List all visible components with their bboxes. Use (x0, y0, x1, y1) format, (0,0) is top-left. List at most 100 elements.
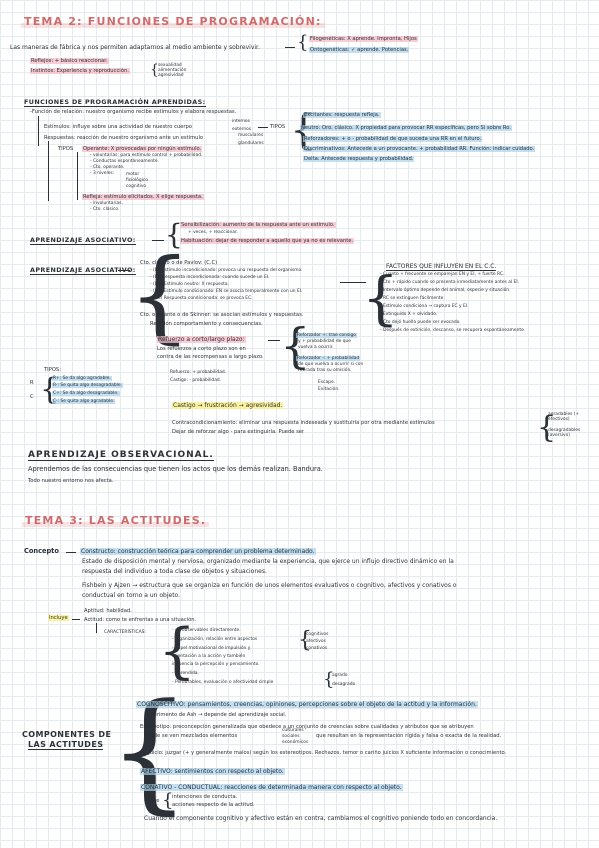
incluye-label: Incluye (48, 615, 69, 621)
reforzador-positivo-1: y + probabilidad de que (298, 339, 351, 344)
factor-4: - RC se extinguen fácilmente. (380, 296, 445, 301)
skinner-sub: Relación comportamiento y consecuencias. (150, 321, 263, 327)
refuerzo-sub-2: contra de las recompensas a largo plazo. (157, 354, 264, 360)
tipo-neutro: Neutro: Oro. clásico. X propiedad para p… (300, 125, 512, 131)
funcion-relacion: -Función de relación: nuestro organismo … (30, 109, 237, 115)
concepto-estado: Estado de disposición mental y nerviosa,… (82, 558, 454, 565)
respuesta-musculares: musculares (238, 133, 264, 138)
evitacion: Evitación. (318, 387, 340, 392)
concepto-label: Concepto (24, 547, 59, 555)
caract-6: - Aprendida. (172, 671, 199, 676)
funcion-vline (38, 116, 39, 146)
respuesta-glandulares: glandulares (238, 141, 264, 146)
aptitud: Aptitud: habilidad. (84, 608, 132, 614)
tipo-delta: Delta: Antecede respuesta y probabilidad… (303, 156, 415, 162)
pavlov-ri: - (RI) Respuesta incondicionada: cuando … (150, 275, 270, 280)
factor-3: - Intervalo óptimo depende del animal, e… (380, 288, 511, 293)
afect-agrado: agrado (332, 673, 348, 678)
caract-brace: { (158, 616, 197, 686)
afect-desagrado: desagrado (332, 682, 356, 687)
respuestas: Respuestas: reacción de nuestro organism… (44, 135, 204, 141)
incluye-arrow (72, 619, 80, 620)
castigo-frustracion: Castigo → frustración → agresividad. (172, 402, 284, 409)
estereotipo-economicos: económicos (282, 740, 309, 745)
caract-4: orientación a la acción y también (172, 654, 246, 659)
castigo-probabilidad: Castigo: - probabilidad. (170, 378, 222, 383)
afectivo: AFECTIVO: sentimientos con respecto al o… (140, 768, 285, 775)
estimulos-tipos-arrow (258, 127, 268, 128)
tema2-title: TEMA 2: FUNCIONES DE PROGRAMACIÓN: (21, 15, 325, 28)
tipos2-rpos: R+: Se da algo agradable. (52, 376, 112, 381)
cubre-brace: { (162, 790, 174, 811)
tipos2-cneg: C-: Se quita algo agradable. (52, 399, 116, 404)
nivel-fisiologico: fisiológico (126, 178, 148, 183)
fishbein: Fishbein y Ajzen → estructura que se org… (82, 582, 457, 589)
instintos: Instintos: Experiencia y reproducción. (30, 68, 130, 74)
refleja-involuntarias: - involuntarias. (90, 201, 123, 206)
pavlov: Cto. clásico o de Pavlov: (C.C) (140, 260, 218, 266)
reflejos: Reflejos: + básico reaccionar. (30, 58, 109, 64)
pavlov-ec: - (EC) Estímulo condicionado: EN se asoc… (150, 289, 303, 294)
tipos2-label: TIPOS: (44, 367, 61, 373)
concepto-constructo: Constructo: construcción teórica para co… (80, 548, 316, 555)
refuerzo-plazo: Refuerzo a corto/largo plazo: (157, 336, 246, 343)
cubre-label: Cubre (144, 798, 160, 804)
sensibilizacion-sub: + veces, + reaccionar. (188, 230, 238, 235)
conativo: CONATIVO - CONDUCTUAL: reacciones de det… (140, 784, 403, 791)
asociativo-arrow (152, 240, 164, 241)
nivel-cognitivo: cognitivo (126, 184, 147, 189)
afect-brace: { (323, 669, 335, 690)
estereotipo: Estereotipo: preconcepción generalizada … (140, 724, 474, 730)
aspectos-brace: { (298, 628, 312, 653)
tipo-operante: Operante: X provocadas por ningún estímu… (82, 146, 203, 152)
componentes-heading-1: COMPONENTES DE (22, 730, 112, 739)
tipos2-cpos: C+: Se da algo desagradable. (52, 391, 120, 396)
contra-agradables: agradables (+ efectivos) (548, 412, 580, 423)
habituacion: Habituación: dejar de responder a aquell… (180, 238, 355, 244)
factor-1: - Cuanto + frecuente se emparejan EN y E… (380, 272, 505, 277)
observacional-text: Aprendemos de las consecuencias que tien… (28, 465, 323, 473)
factor-7: - Cto dejó huella puede ser evocado. (380, 320, 461, 325)
sensibilizacion: Sensibilización: aumento de la respuesta… (180, 222, 336, 228)
reforzador-brace: { (280, 318, 311, 374)
nivel-motor: motor (126, 172, 140, 177)
tipos-left-vline (77, 152, 78, 200)
estereotipo-2: donde se ven mezclados elementos (144, 733, 238, 739)
aprendizaje-asociativo2-heading: APRENDIZAJE ASOCIATIVO: (30, 266, 136, 275)
fishbein-2: conductual en torno a un objeto. (82, 592, 181, 599)
intro-text: Las maneras de fábrica y nos permiten ad… (10, 44, 260, 51)
cognoscitivo: COGNOSCITIVO: pensamientos, creencias, o… (136, 701, 478, 708)
conclusion: Cuando el componente cognitivo y afectiv… (144, 815, 498, 822)
funciones-heading: FUNCIONES DE PROGRAMACIÓN APRENDIDAS: (24, 98, 206, 107)
componentes-heading-2: LAS ACTITUDES (28, 740, 104, 750)
pavlov-rc: - (RC) Respuesta condicionada: se provoc… (150, 296, 253, 301)
reforzador-negativo-2: retirada tras su omisión. (298, 368, 352, 373)
contra-brace: { (537, 410, 557, 445)
caract-3: - papel motivacional de impulsión y (172, 646, 251, 651)
operante-espontaneas: - Conductas espontáneamente. (90, 159, 160, 164)
asociativo2-arrow (118, 270, 130, 271)
contracondicionamiento: Contracondicionamiento: eliminar una res… (172, 420, 435, 426)
tipo-refleja: Refleja: estímulo elicitados. X elige re… (82, 194, 204, 200)
estimulo-internos: internos (232, 119, 250, 124)
refuerzo-arrow (268, 340, 280, 341)
estereotipo-sociales: sociales (282, 734, 300, 739)
refuerzo-sub-1: Los refuerzos a corto plazo son en (157, 346, 246, 352)
instinto-alimentacion: alimentación (158, 68, 187, 73)
prejuicio: Prejuicio: juzgar (+ y generalmente malo… (140, 750, 507, 756)
factor-8: - Después de extinción, descanso, se rec… (380, 328, 526, 333)
sensib-brace: { (165, 218, 183, 251)
tipos-left-label: TIPOS (58, 146, 74, 152)
pavlov-ei: - (EI) Estímulo incondicionado: provoca … (150, 268, 303, 273)
estimulos: Estímulos: influye sobre una actividad d… (44, 124, 192, 130)
operante-cto: - Cto. operante. (90, 165, 125, 170)
instintos-brace: { (150, 62, 159, 78)
reforzador-positivo-2: vuelva a ocurrir. (298, 345, 334, 350)
estimulo-externos: externos (232, 127, 252, 132)
refleja-clasico: - Cto. clásico. (90, 207, 120, 212)
concepto-arrow (66, 552, 76, 553)
aprendizaje-observacional-heading: APRENDIZAJE OBSERVACIONAL. (28, 450, 214, 461)
skinner: Cto. operante o de Skinner: se asocian e… (140, 312, 304, 318)
cubre-acciones: acciones respecto de la actitud. (172, 802, 255, 808)
filogeneticas: Filogenéticas: X aprende. Impronta, Hijo… (309, 36, 418, 42)
